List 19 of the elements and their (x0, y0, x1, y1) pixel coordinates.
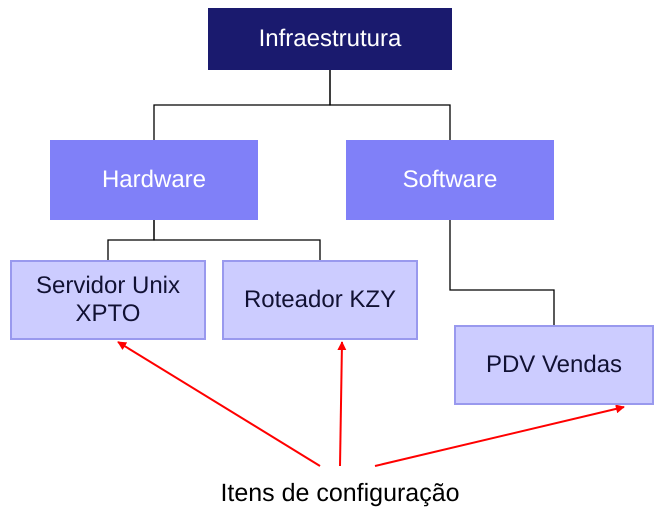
category-box (346, 140, 554, 220)
node-label: Hardware (100, 166, 208, 194)
node-label: Roteador KZY (242, 286, 398, 314)
arrow (337, 341, 346, 466)
root-box (208, 8, 452, 70)
item-box (222, 260, 418, 340)
item-box (454, 325, 654, 405)
annotation-text: Itens de configuração (219, 478, 461, 508)
item-box (10, 260, 206, 340)
connector-line (153, 220, 321, 260)
node-label: Software (402, 166, 498, 194)
arrow (374, 404, 625, 467)
arrow (117, 341, 321, 467)
category-box (50, 140, 258, 220)
node-label: Servidor Unix XPTO (34, 272, 182, 328)
connector-line (329, 70, 451, 140)
connector-line (449, 220, 555, 325)
node-label: Infraestrutura (258, 25, 402, 53)
node-label: PDV Vendas (484, 351, 624, 379)
